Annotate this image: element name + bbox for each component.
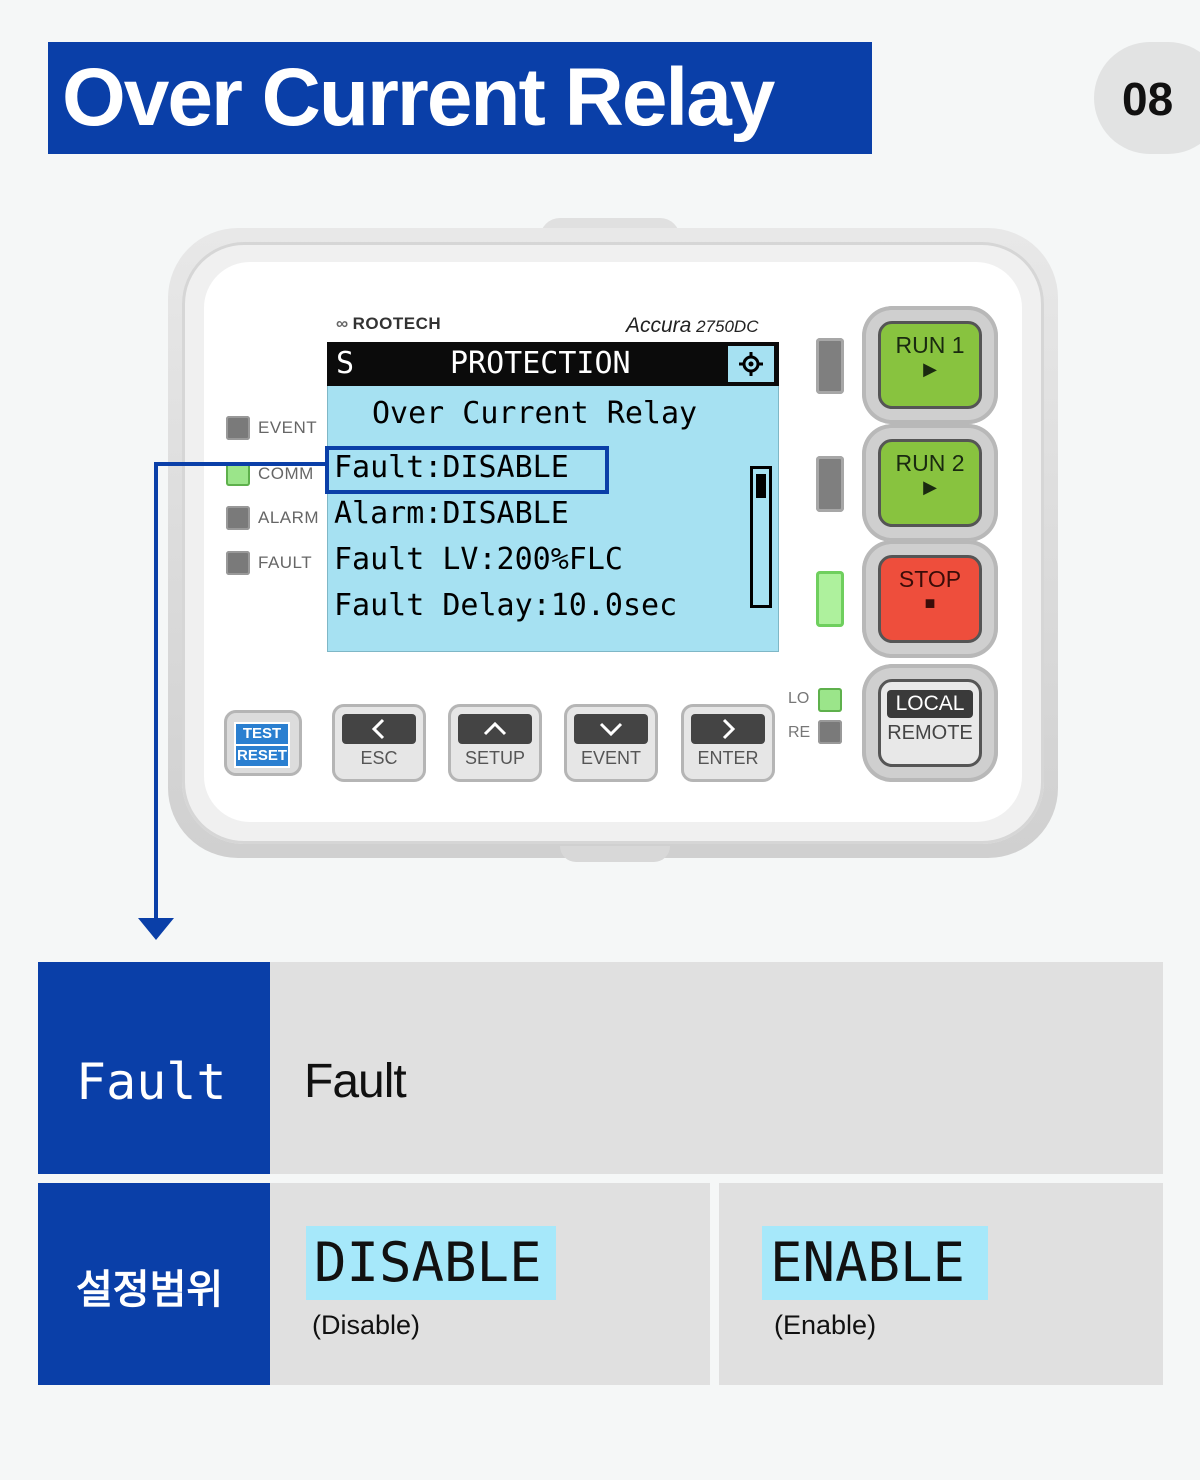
table-key-cell-range	[38, 1183, 270, 1385]
lcd-header-title: PROTECTION	[450, 346, 631, 381]
enter-label: ENTER	[697, 748, 759, 768]
lcd-line-fault: Fault:DISABLE	[334, 450, 569, 485]
table-value-fault: Fault	[304, 1055, 407, 1108]
local-label: LOCAL	[887, 690, 973, 718]
lo-led	[818, 688, 842, 712]
event-label: EVENT	[580, 748, 641, 768]
option-value-disable: DISABLE	[314, 1231, 542, 1294]
brand-name: ROOTECH	[352, 314, 442, 333]
lcd-line-fault-delay: Fault Delay:10.0sec	[334, 588, 678, 623]
option-desc-enable: (Enable)	[774, 1310, 877, 1340]
setup-label: SETUP	[464, 748, 525, 768]
re-led-label: RE	[788, 724, 811, 741]
stop-indicator-led	[816, 571, 844, 627]
setup-button[interactable]: SETUP	[448, 704, 542, 782]
event-led-label: EVENT	[258, 418, 318, 437]
event-button[interactable]: EVENT	[564, 704, 658, 782]
local-remote-button[interactable]: LOCAL REMOTE	[878, 679, 982, 767]
arrow-down-icon	[138, 918, 174, 940]
connector-line-horizontal	[154, 462, 326, 466]
page-title: Over Current Relay	[62, 52, 775, 143]
lcd-scroll-thumb	[756, 474, 766, 498]
gear-icon	[728, 346, 774, 382]
enter-button[interactable]: ENTER	[681, 704, 775, 782]
stop-label: STOP	[898, 566, 962, 592]
device-mount-tab-bottom	[560, 846, 670, 862]
model-suffix: 2750DC	[696, 317, 759, 336]
title-banner	[48, 42, 872, 154]
lcd-menu-title: Over Current Relay	[372, 396, 698, 431]
run2-indicator-led	[816, 456, 844, 512]
run1-button[interactable]: RUN 1 ▶	[878, 321, 982, 409]
lcd-mode: S	[336, 346, 355, 381]
chevron-up-icon	[458, 714, 532, 744]
page-number: 08	[1122, 73, 1174, 125]
event-led	[226, 416, 250, 440]
run2-label: RUN 2	[895, 450, 965, 476]
highlight-box	[325, 446, 609, 494]
option-value-enable: ENABLE	[770, 1231, 966, 1294]
table-key-fault: Fault	[76, 1053, 227, 1111]
table-key-cell-fault	[38, 962, 270, 1174]
table-key-setting-range: 설정범위	[76, 1268, 224, 1312]
stop-button[interactable]: STOP ■	[878, 555, 982, 643]
run1-indicator-led	[816, 338, 844, 394]
stop-square-icon: ■	[924, 593, 936, 613]
test-reset-button-face[interactable]: TEST RESET	[234, 722, 290, 768]
lcd-screen	[327, 342, 779, 652]
chevron-down-icon	[574, 714, 648, 744]
option-chip-disable	[306, 1226, 556, 1300]
model-name: Accura 2750DC	[626, 314, 758, 338]
alarm-led-label: ALARM	[258, 508, 320, 527]
option-chip-enable	[762, 1226, 988, 1300]
chevron-left-icon	[342, 714, 416, 744]
test-label: TEST	[236, 724, 288, 746]
esc-label: ESC	[360, 748, 398, 768]
re-led	[818, 720, 842, 744]
remote-label: REMOTE	[887, 722, 973, 744]
esc-button[interactable]: ESC	[332, 704, 426, 782]
model-prefix: Accura	[626, 314, 692, 337]
lcd-header-bar	[327, 342, 779, 386]
comm-led-label: COMM	[258, 464, 314, 483]
option-desc-disable: (Disable)	[312, 1310, 421, 1340]
comm-led	[226, 462, 250, 486]
lcd-scrollbar	[750, 466, 772, 608]
reset-label: RESET	[236, 747, 287, 764]
play-icon: ▶	[923, 359, 937, 379]
rootech-logo-icon: ∞	[336, 314, 349, 333]
lcd-line-fault-level: Fault LV:200%FLC	[334, 542, 623, 577]
brand-logo: ∞ROOTECH	[336, 314, 441, 334]
chevron-right-icon	[691, 714, 765, 744]
lo-led-label: LO	[788, 690, 810, 707]
play-icon: ▶	[923, 477, 937, 497]
page-number-badge	[1094, 42, 1200, 154]
lcd-line-alarm: Alarm:DISABLE	[334, 496, 569, 531]
run2-button[interactable]: RUN 2 ▶	[878, 439, 982, 527]
fault-led	[226, 551, 250, 575]
table-value-cell-fault	[270, 962, 1163, 1174]
alarm-led	[226, 506, 250, 530]
fault-led-label: FAULT	[258, 553, 313, 572]
run1-label: RUN 1	[895, 332, 965, 358]
connector-line-vertical	[154, 462, 158, 922]
